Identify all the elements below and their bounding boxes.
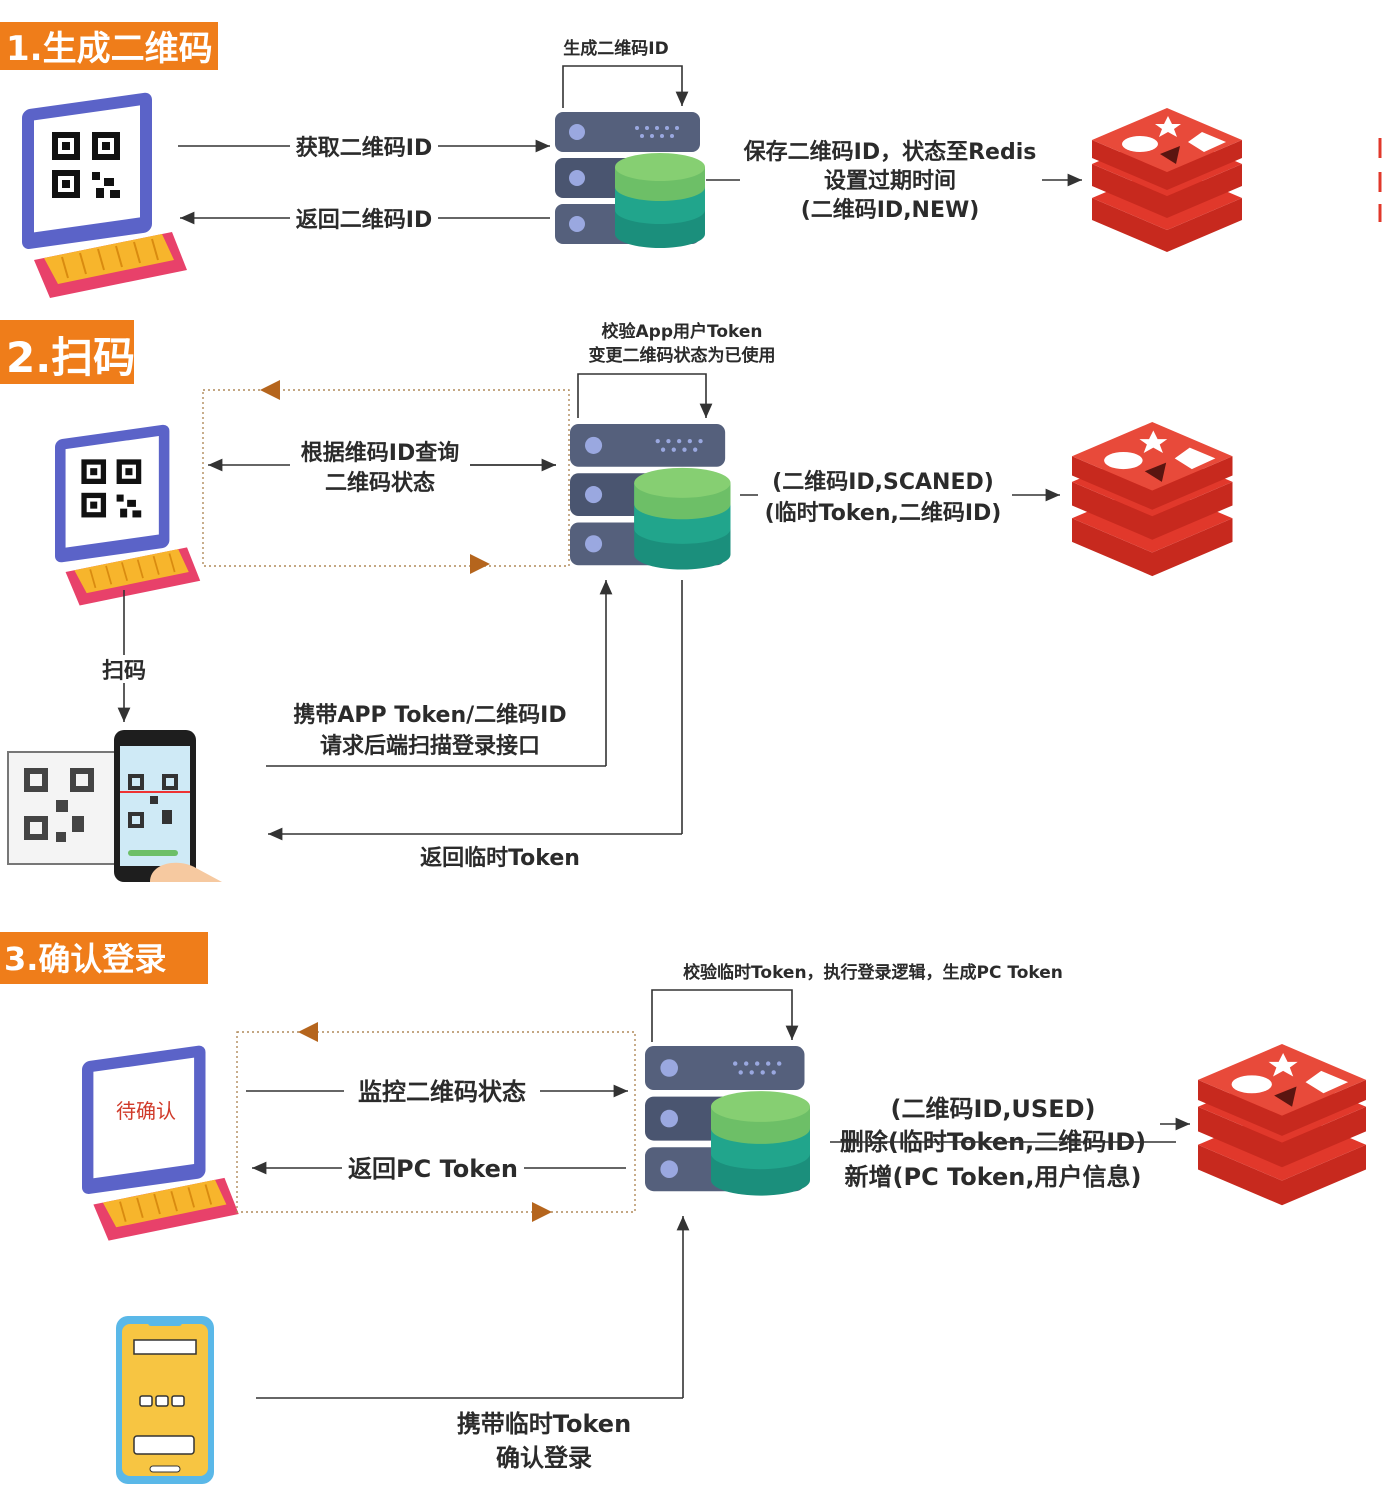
polling-box (202, 389, 570, 567)
request-line2: 请求后端扫描登录接口 (320, 733, 540, 759)
return-temp-token-label: 返回临时Token (420, 845, 580, 871)
redis-scaned-line1: (二维码ID,SCANED) (772, 469, 994, 495)
phone-icon (116, 1316, 214, 1484)
step3-self-loop-label: 校验临时Token，执行登录逻辑，生成PC Token (683, 962, 1063, 983)
laptop-qr-icon (21, 90, 188, 299)
step2-self-loop-line2: 变更二维码状态为已使用 (589, 345, 776, 366)
server-icon-2 (570, 424, 731, 570)
redis-used-line1: (二维码ID,USED) (891, 1095, 1096, 1123)
monitor-status-label: 监控二维码状态 (358, 1078, 526, 1106)
server-icon-3 (645, 1046, 810, 1196)
query-status-line1: 根据维码ID查询 (301, 440, 459, 466)
redis-icon (1092, 108, 1242, 252)
redis-save-line2: 设置过期时间 (824, 169, 956, 194)
scan-label: 扫码 (102, 659, 146, 684)
redis-used-line3: 新增(PC Token,用户信息) (845, 1163, 1142, 1191)
laptop-pending-icon (81, 1043, 240, 1242)
redis-save-line3: (二维码ID,NEW) (801, 197, 980, 223)
laptop-qr-icon-2 (54, 423, 202, 607)
section-2-banner (0, 320, 134, 384)
arrow-head-left-3 (298, 1022, 318, 1042)
confirm-line2: 确认登录 (496, 1444, 592, 1472)
arrow-head-right (470, 554, 490, 574)
query-status-line2: 二维码状态 (325, 470, 435, 496)
request-line1: 携带APP Token/二维码ID (293, 702, 566, 728)
redis-scaned-line2: (临时Token,二维码ID) (765, 500, 1002, 526)
section-1-banner (0, 22, 218, 70)
section-3-title: 3.确认登录 (4, 940, 166, 978)
phone-scan-icon (7, 730, 222, 882)
confirm-line1: 携带临时Token (457, 1410, 631, 1438)
section-2-title: 2.扫码 (6, 333, 135, 382)
arrow-head-right-3 (532, 1202, 552, 1222)
redis-icon-2 (1072, 422, 1233, 577)
arrow-head-left (260, 380, 280, 400)
redis-icon-3 (1198, 1044, 1366, 1206)
section-3-banner (0, 932, 208, 984)
return-pc-token-label: 返回PC Token (348, 1155, 518, 1183)
get-qr-id-label: 获取二维码ID (296, 135, 432, 161)
pending-label: 待确认 (116, 1099, 176, 1123)
redis-save-line1: 保存二维码ID，状态至Redis (743, 139, 1037, 165)
step2-self-loop-line1: 校验App用户Token (602, 321, 763, 342)
server-icon (555, 112, 705, 248)
return-qr-id-label: 返回二维码ID (296, 207, 432, 233)
step1-self-loop-label: 生成二维码ID (563, 38, 668, 59)
polling-box-3 (236, 1031, 636, 1213)
section-1-title: 1.生成二维码 (6, 29, 213, 69)
